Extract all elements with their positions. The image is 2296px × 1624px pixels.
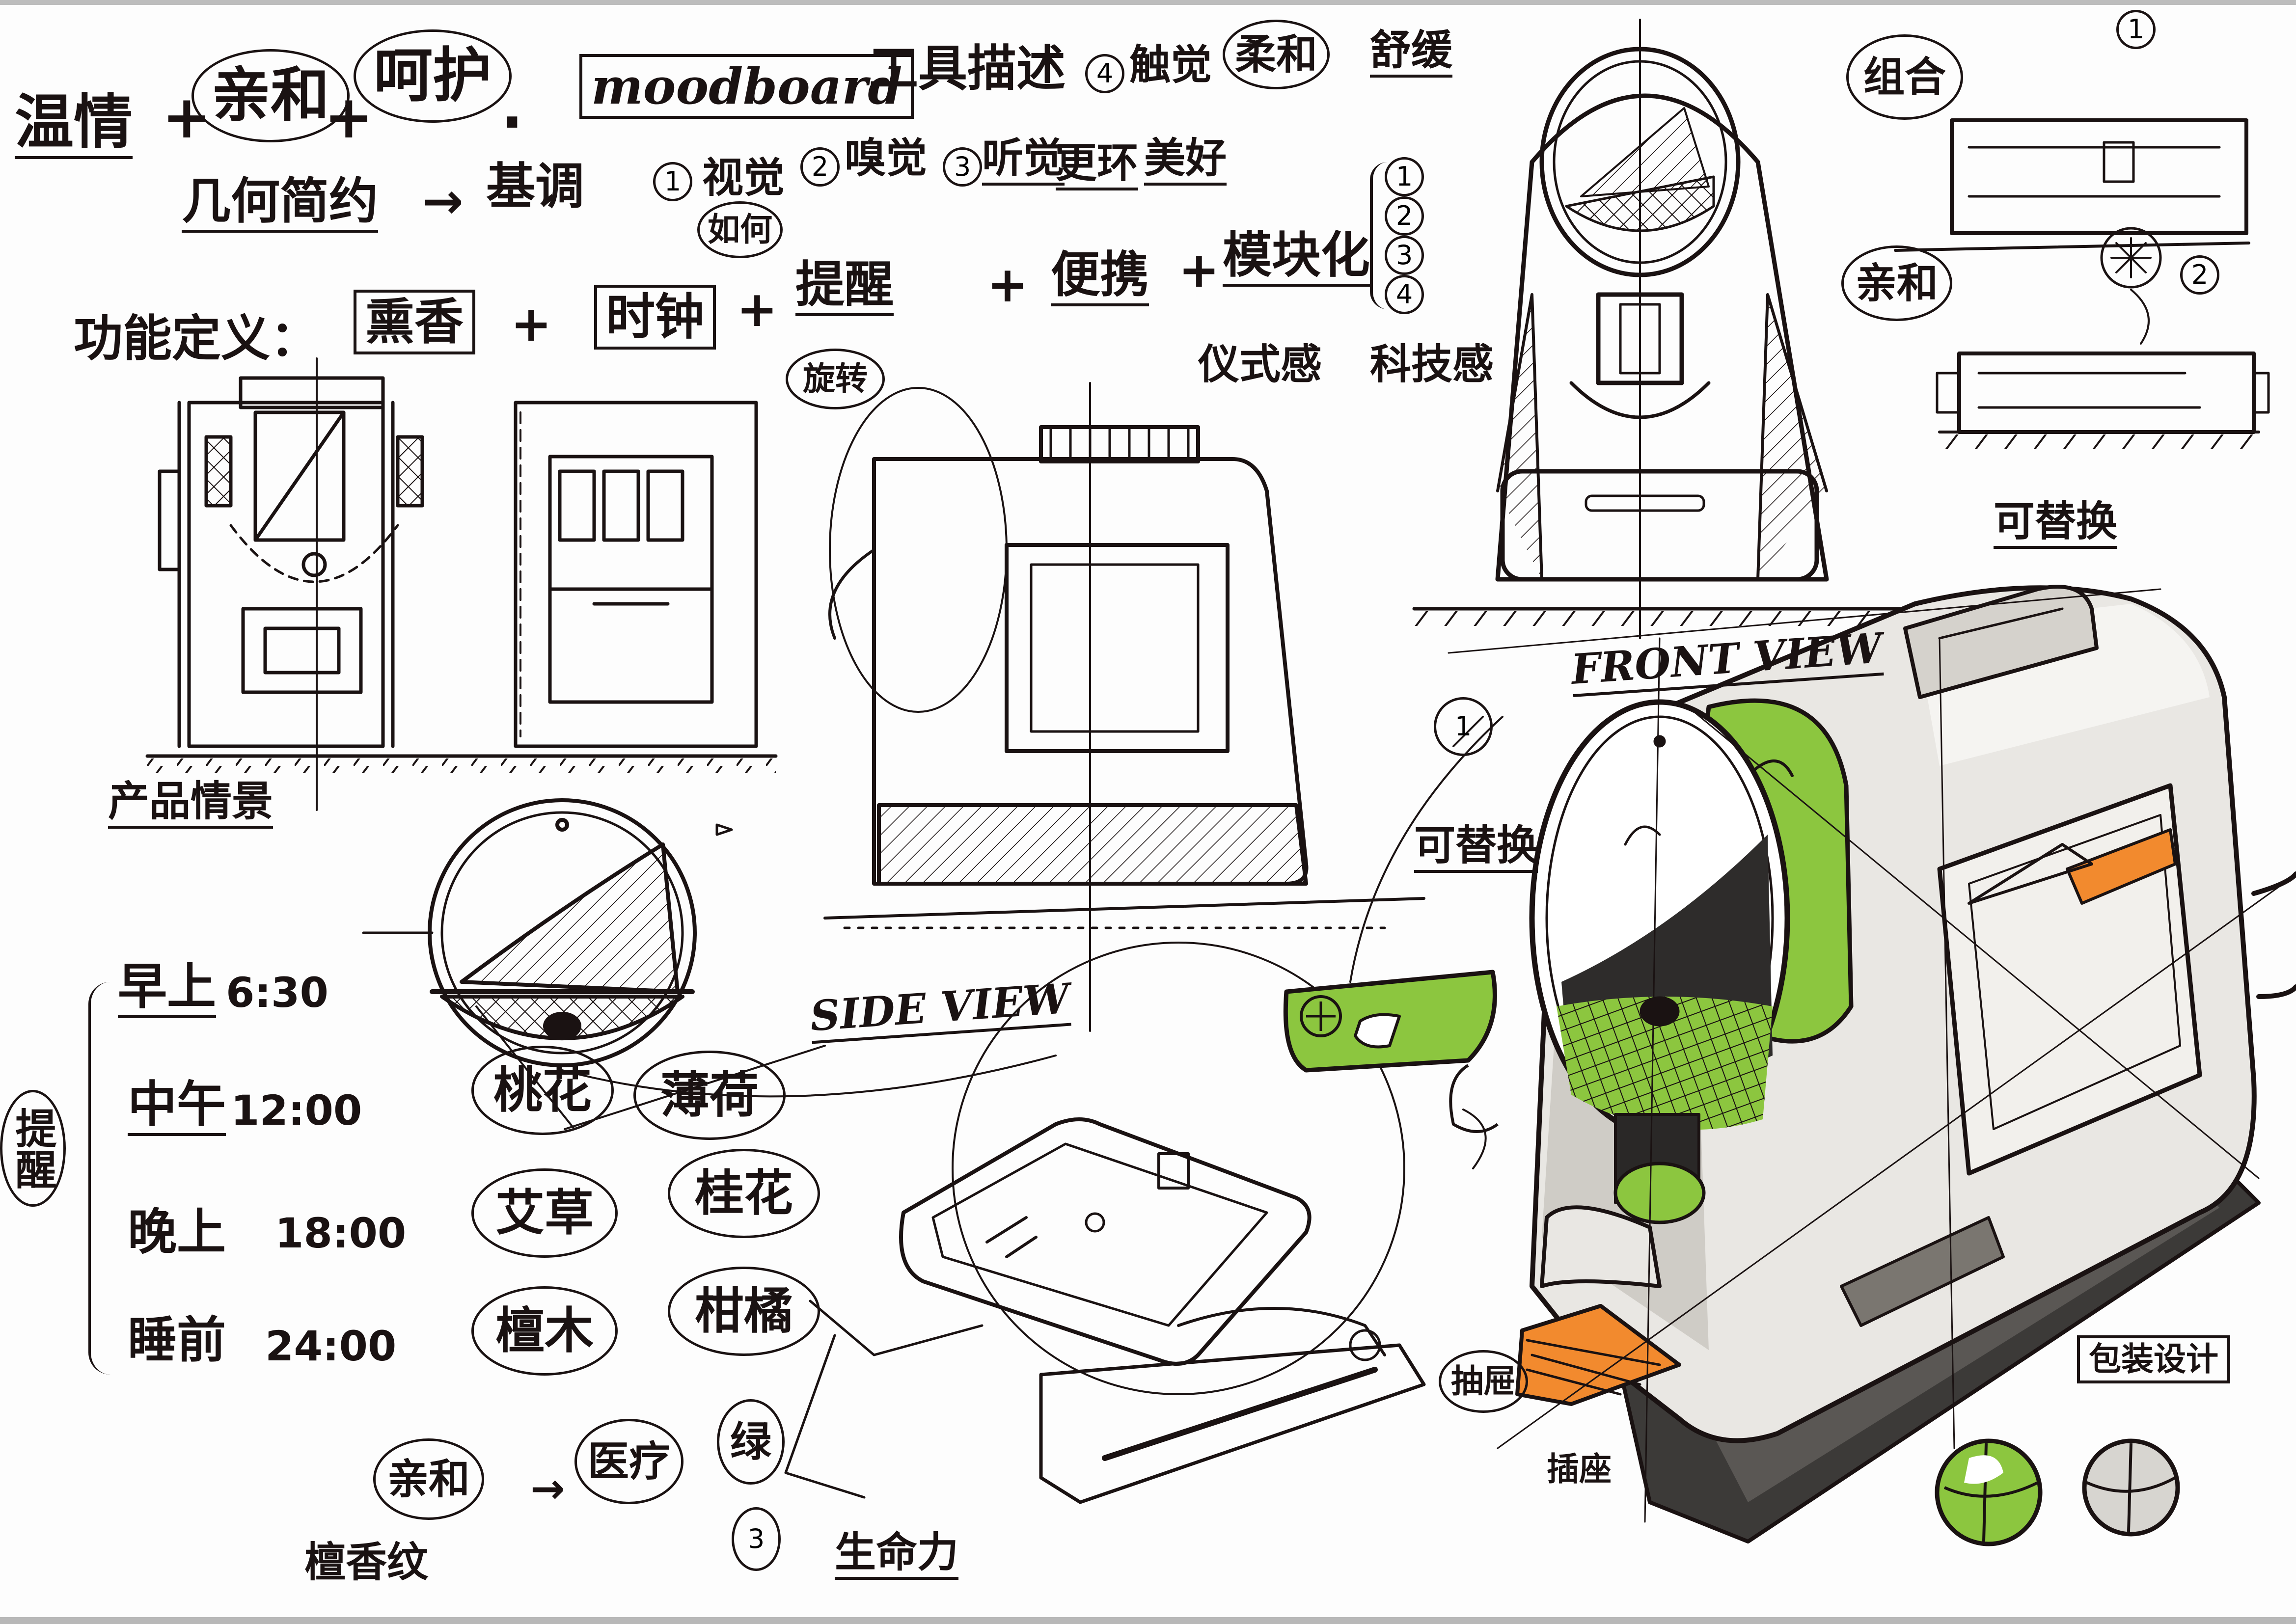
module-number-1: 1 — [2116, 10, 2156, 49]
pod-green — [1935, 1438, 2043, 1546]
item-4-number: 4 — [1085, 54, 1124, 93]
touch-label: 触觉 — [1129, 41, 1212, 89]
scent-osmanthus: 桂花 — [668, 1149, 820, 1238]
moodboard-label: moodboard — [579, 54, 914, 119]
sense-extra-1: 更环 — [1056, 142, 1139, 190]
socket-label: 插座 — [1547, 1450, 1612, 1488]
side-view-sketch — [823, 382, 1425, 1032]
soothing-label: 舒缓 — [1370, 29, 1453, 78]
reminder-group-label: 提醒 — [0, 1090, 66, 1207]
function-portable: 便携 — [1051, 250, 1149, 306]
flow-affinity: 亲和 — [373, 1438, 485, 1520]
flow-vitality: 生命力 — [835, 1532, 959, 1580]
plus-sign: + — [737, 280, 778, 338]
tech-label: 科技感 — [1370, 340, 1494, 388]
function-modular: 模块化 — [1223, 231, 1370, 287]
arrow: → — [530, 1464, 565, 1513]
schedule-evening: 晚上 — [128, 1203, 226, 1261]
schedule-morning-time: 6:30 — [226, 969, 328, 1017]
tray-sketch — [784, 1117, 1426, 1504]
sense-hearing: 听觉 — [982, 137, 1065, 186]
schedule-noon-time: 12:00 — [231, 1086, 362, 1135]
scan-edge-bottom — [0, 1617, 2296, 1624]
sense-1-number: 1 — [653, 162, 692, 201]
packaging-label: 包装设计 — [2077, 1335, 2230, 1383]
schedule-bedtime: 睡前 — [128, 1311, 226, 1369]
flow-green: 绿 — [717, 1399, 785, 1485]
module-number-2: 2 — [2180, 255, 2219, 295]
concept-care: 呵护 — [354, 29, 512, 123]
view-number: 1 — [1434, 697, 1493, 756]
plus-sign: + — [511, 295, 552, 352]
pod-grey — [2082, 1438, 2180, 1537]
sense-visual: 视觉 — [702, 154, 785, 202]
concept-affinity: 亲和 — [191, 49, 350, 142]
sense-extra-2: 美好 — [1144, 137, 1227, 186]
flow-sandal-texture: 檀香纹 — [304, 1538, 429, 1586]
rotate-label: 旋转 — [786, 349, 885, 409]
bracket-number: 1 — [1385, 157, 1424, 196]
sense-smell: 嗅觉 — [845, 134, 928, 182]
function-clock: 时钟 — [594, 285, 716, 350]
module-stack-sketch — [1894, 118, 2270, 449]
product-rendering — [1448, 585, 2296, 1543]
dot: . — [501, 74, 523, 142]
function-definition-label: 功能定义： — [74, 310, 319, 367]
scent-sandalwood: 檀木 — [471, 1286, 618, 1376]
arrow: → — [422, 172, 464, 230]
bracket-number: 2 — [1385, 196, 1424, 236]
scent-mint: 薄荷 — [633, 1051, 786, 1140]
green-dish-sketch — [1283, 970, 1499, 1133]
schedule-evening-time: 18:00 — [275, 1209, 407, 1257]
front-view-sketch — [1412, 19, 1937, 639]
sense-2-number: 2 — [800, 147, 840, 187]
scent-mugwort: 艾草 — [471, 1168, 618, 1258]
detachable-label: 可替换 — [1994, 501, 2118, 549]
geometry-simple: 几何简约 — [182, 177, 378, 233]
detachable-label-2: 可替换 — [1414, 825, 1538, 873]
flow-medical: 医疗 — [574, 1419, 684, 1504]
bracket-number: 4 — [1385, 275, 1424, 314]
scan-edge-top — [0, 0, 2296, 5]
plus-sign: + — [987, 256, 1028, 313]
door-elevation-sketch — [514, 401, 758, 748]
function-reminder: 提醒 — [795, 260, 894, 316]
scent-citrus: 柑橘 — [668, 1267, 820, 1356]
how-label: 如何 — [697, 201, 783, 258]
schedule-bracket — [88, 982, 110, 1375]
sense-3-number: 3 — [943, 147, 982, 187]
concept-warmth: 温情 — [15, 93, 133, 159]
schedule-morning: 早上 — [118, 962, 216, 1018]
product-context-label: 产品情景 — [108, 781, 273, 829]
schedule-noon: 中午 — [128, 1080, 226, 1136]
plus-sign: + — [1178, 241, 1220, 298]
front-elevation-sketch — [145, 357, 778, 811]
function-incense: 熏香 — [354, 290, 475, 354]
schedule-bedtime-time: 24:00 — [265, 1322, 397, 1370]
bracket — [1370, 162, 1388, 309]
keynote-label: 基调 — [486, 158, 584, 215]
moodboard-description: 工具描述 — [869, 40, 1066, 97]
scent-peach-blossom: 桃花 — [471, 1046, 614, 1135]
clock-window-detail — [362, 798, 733, 1067]
bracket-number: 3 — [1385, 236, 1424, 275]
flow-number-3: 3 — [732, 1507, 781, 1571]
drawer-label: 抽屉 — [1439, 1350, 1528, 1413]
ritual-label: 仪式感 — [1198, 340, 1322, 388]
combination-label: 组合 — [1846, 34, 1964, 120]
soft-label: 柔和 — [1223, 20, 1330, 89]
affinity-label: 亲和 — [1841, 245, 1953, 321]
